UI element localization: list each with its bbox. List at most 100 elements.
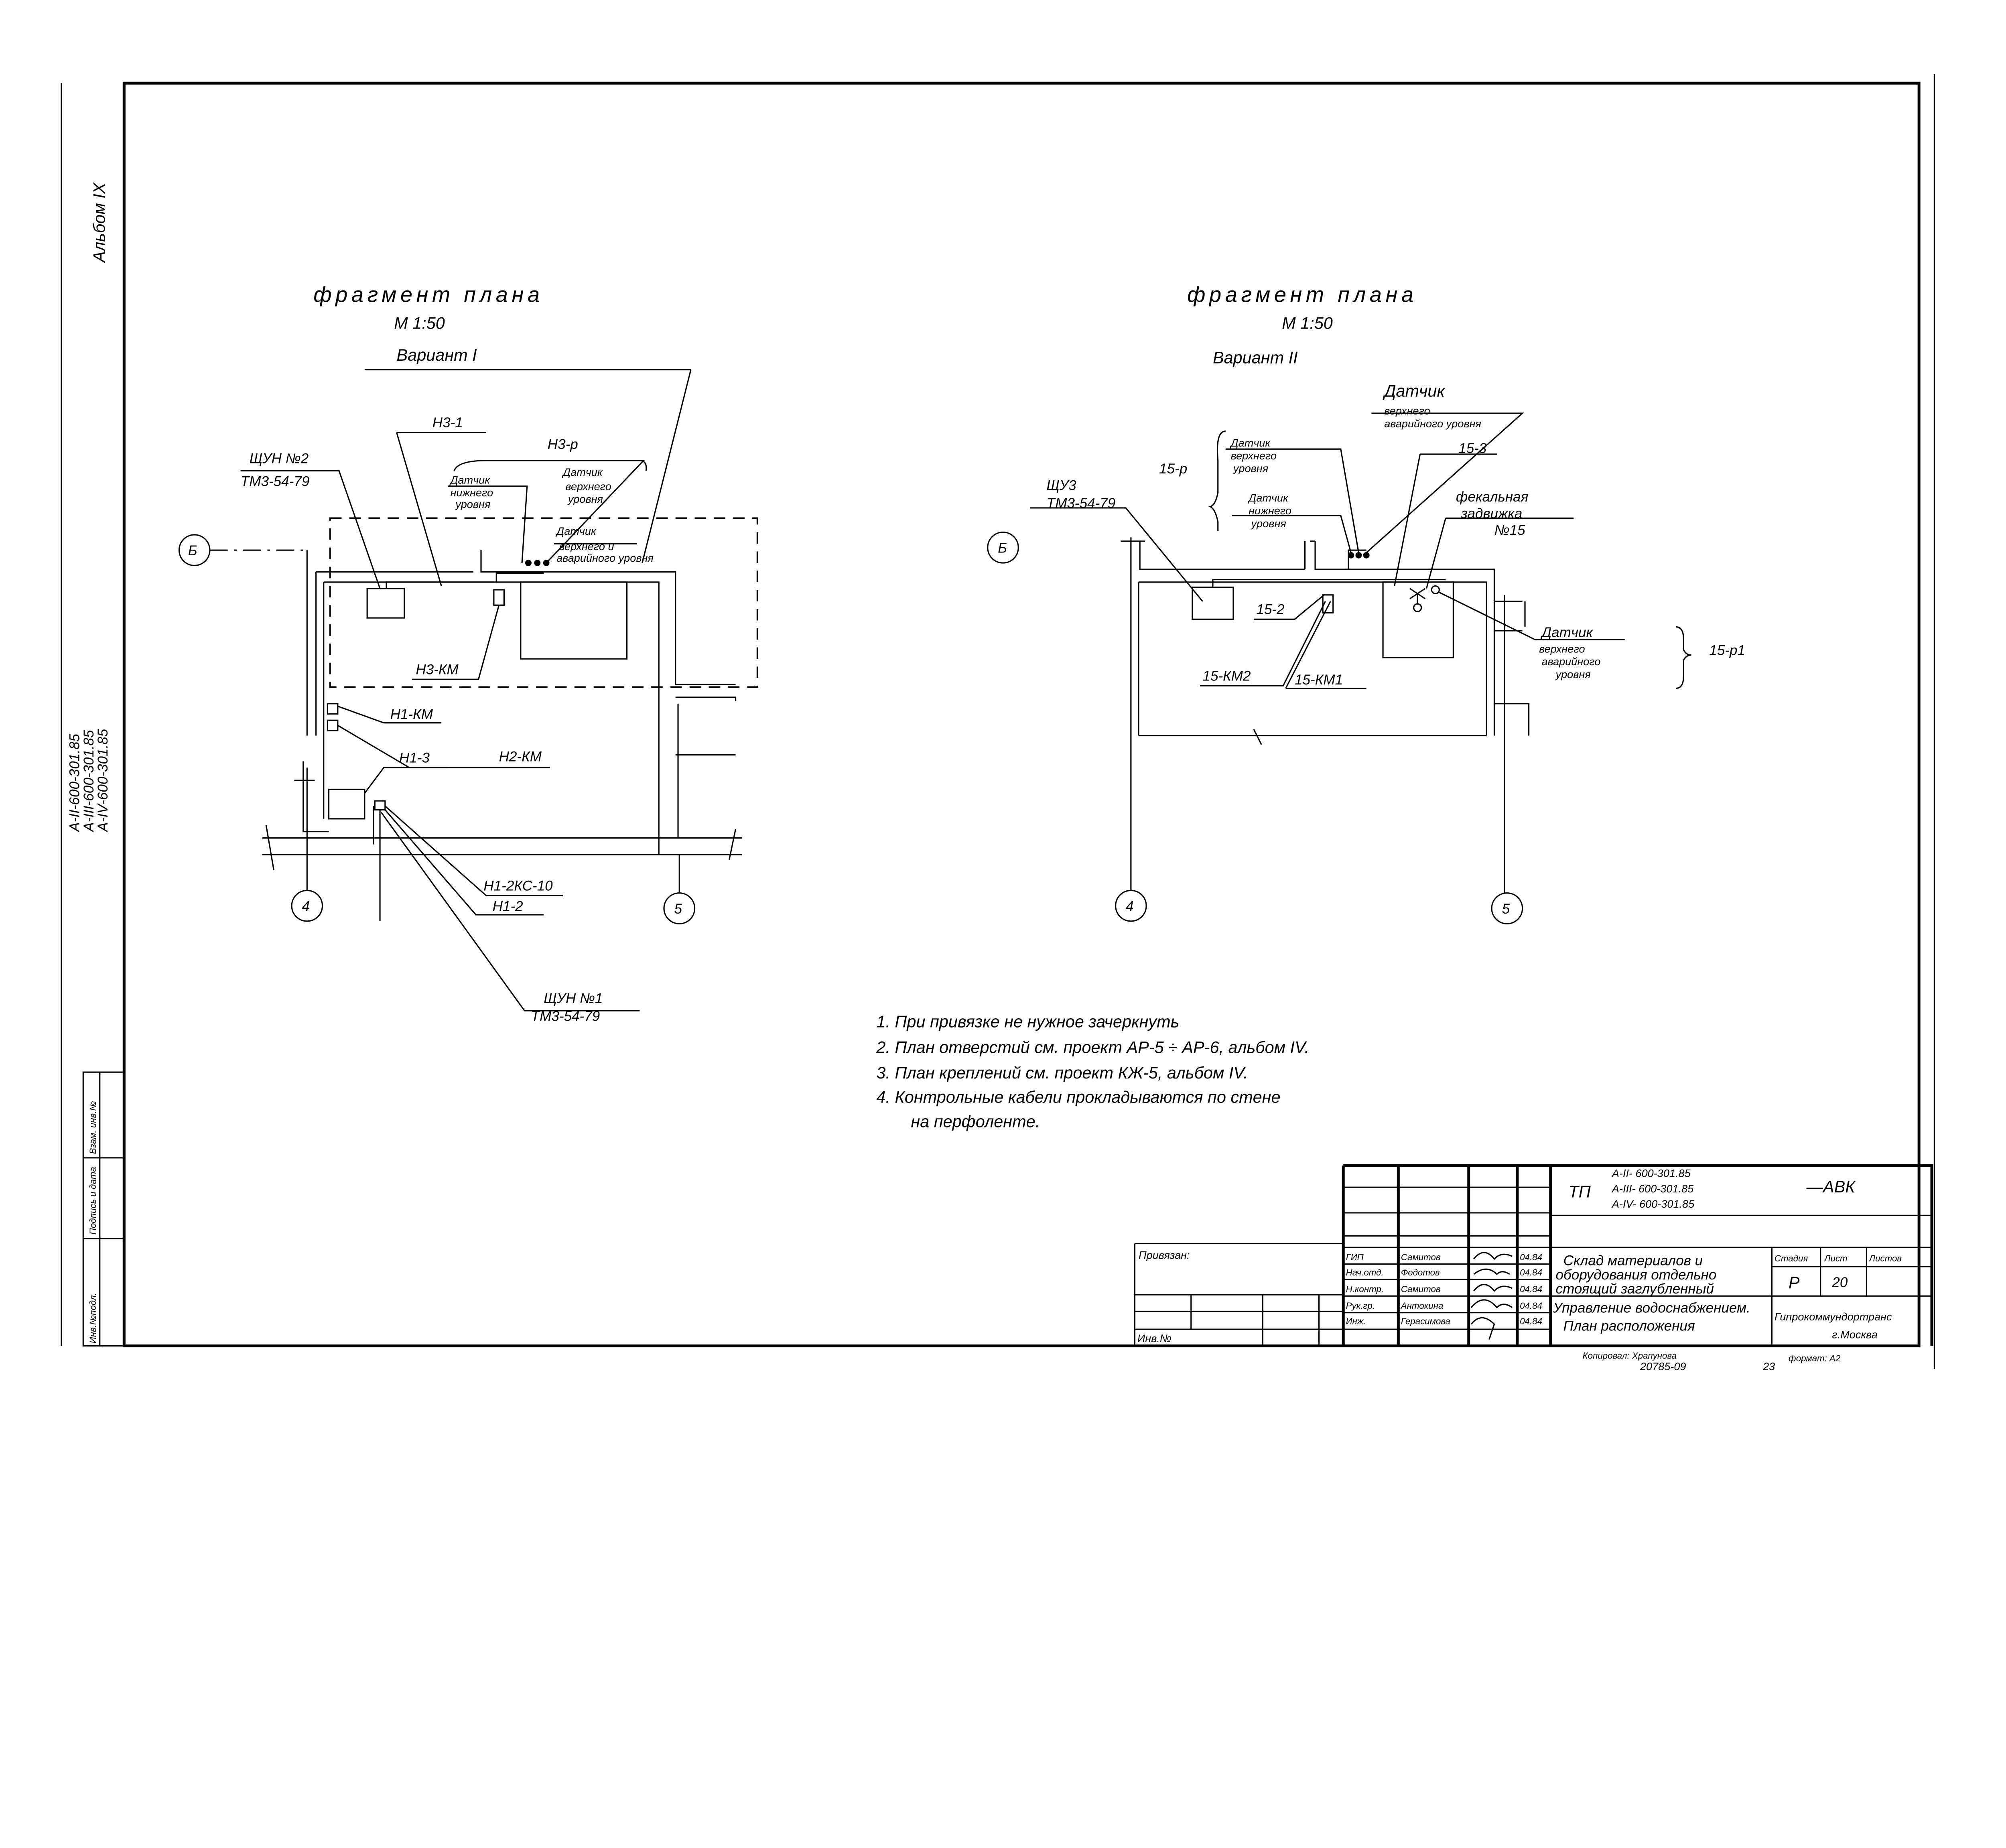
drawing-name: Склад материалов и <box>1563 1253 1703 1269</box>
drawing-subtitle: Управление водоснабжением. <box>1553 1300 1750 1316</box>
side-code: А-IV-600-301.85 <box>95 729 111 832</box>
label-text: аварийного уровня <box>1384 417 1481 430</box>
label-text: верхнего <box>1231 449 1277 462</box>
stage-header: Стадия <box>1775 1253 1808 1263</box>
plan-variant: Вариант II <box>1213 348 1298 367</box>
album-label: Альбом IX <box>89 182 108 264</box>
axis-label: Б <box>998 540 1007 556</box>
tank <box>1382 581 1454 658</box>
label-shun2-code: ТМ3-54-79 <box>240 474 309 489</box>
axis-label: 5 <box>674 901 682 917</box>
junction-box <box>1322 594 1334 614</box>
note-item: на перфоленте. <box>911 1112 1040 1131</box>
label-text: уровня <box>567 493 603 505</box>
staff-name: Самитов <box>1401 1252 1441 1262</box>
label-text: Датчик <box>1230 437 1271 449</box>
copy-number: 23 <box>1762 1360 1775 1373</box>
label-shu3-code: ТМ3-54-79 <box>1046 496 1115 511</box>
label-text: Датчик <box>1247 491 1289 504</box>
sheet-value: 20 <box>1831 1275 1848 1290</box>
valve-icon <box>1409 588 1426 604</box>
label-n1-km: Н1-КМ <box>390 707 433 722</box>
label-text: фекальная <box>1456 489 1529 505</box>
side-stamp: Инв.№подл. Подпись и дата Взам. инв.№ <box>82 1071 125 1347</box>
sheets-header: Листов <box>1868 1253 1902 1263</box>
stage-value: Р <box>1789 1273 1800 1292</box>
staff-name: Федотов <box>1401 1267 1440 1277</box>
label-n3-km: Н3-КМ <box>416 662 459 677</box>
plan-variant-1: фрагмент плана М 1:50 Вариант I Б 4 5 ЩУ… <box>178 283 758 1024</box>
label-text: верхнего <box>1539 642 1585 655</box>
label-shun1-code: ТМ3-54-79 <box>531 1009 600 1024</box>
panel-shu3 <box>1192 587 1234 620</box>
signature <box>1470 1252 1513 1340</box>
label-text: верхнего и <box>559 540 614 552</box>
project-code: А-II- 600-301.85 <box>1611 1167 1691 1180</box>
drawing-sheet: Альбом IX А-II-600-301.85 А-III-600-301.… <box>61 74 1935 1373</box>
staff-date: 04.84 <box>1520 1252 1542 1262</box>
label-text: Датчик <box>1383 382 1445 400</box>
label-n3-1: Н3-1 <box>432 415 463 431</box>
label-text: аварийного <box>1541 655 1600 668</box>
enlarged-area <box>329 517 758 688</box>
label-n3-p: Н3-р <box>548 437 578 452</box>
staff-role: Рук.гр. <box>1346 1301 1375 1311</box>
plan-title: фрагмент плана <box>313 283 543 307</box>
project-code: А-III- 600-301.85 <box>1611 1182 1694 1195</box>
drawing-subtitle: План расположения <box>1563 1318 1695 1334</box>
label-text: Датчик <box>1540 625 1593 640</box>
label-text: Датчик <box>555 525 597 537</box>
panel-shun2 <box>366 588 405 619</box>
project-suffix: —АВК <box>1806 1177 1856 1196</box>
note-item: 2. План отверстий см. проект АР-5 ÷ АР-6… <box>876 1038 1309 1056</box>
axis-marker-5 <box>1491 892 1523 924</box>
staff-date: 04.84 <box>1520 1267 1542 1277</box>
label-15-km1: 15-КМ1 <box>1295 672 1343 688</box>
label-text: уровня <box>1251 517 1286 530</box>
label-shun1: ЩУН №1 <box>544 991 603 1006</box>
tp-label: ТП <box>1568 1182 1591 1201</box>
project-code: А-IV- 600-301.85 <box>1611 1198 1695 1210</box>
label-text: №15 <box>1494 522 1525 538</box>
organization-city: г.Москва <box>1832 1328 1877 1340</box>
axis-label: 4 <box>1126 898 1134 914</box>
staff-role: Нач.отд. <box>1346 1267 1384 1277</box>
label-text: верхнего <box>565 480 611 492</box>
staff-date: 04.84 <box>1520 1316 1542 1326</box>
side-codes: А-II-600-301.85 А-III-600-301.85 А-IV-60… <box>67 729 111 832</box>
notes: 1. При привязке не нужное зачеркнуть 2. … <box>876 1012 1309 1131</box>
label-15-p: 15-р <box>1159 461 1187 477</box>
staff-name: Герасимова <box>1401 1316 1450 1326</box>
brace <box>1676 626 1691 689</box>
tank <box>520 581 628 660</box>
staff-rows: ГИП Самитов 04.84 Нач.отд. Федотов 04.84… <box>1346 1252 1542 1340</box>
axis-label: 4 <box>302 898 310 914</box>
label-text: Датчик <box>449 473 490 486</box>
stamp-label: Подпись и дата <box>88 1167 98 1235</box>
label-text: уровня <box>1555 668 1591 680</box>
label-text: нижнего <box>450 486 493 499</box>
note-item: 1. При привязке не нужное зачеркнуть <box>876 1012 1179 1031</box>
label-n2-km: Н2-КМ <box>499 749 542 764</box>
staff-name: Антохина <box>1400 1301 1444 1311</box>
drawing-name: стоящий заглубленный <box>1556 1281 1714 1297</box>
plan-scale: М 1:50 <box>394 314 445 333</box>
label-15-km2: 15-КМ2 <box>1202 668 1251 684</box>
label-text: аварийного уровня <box>556 552 654 564</box>
drawing-name: оборудования отдельно <box>1556 1267 1717 1283</box>
label-text: нижнего <box>1249 504 1291 517</box>
staff-role: ГИП <box>1346 1252 1364 1262</box>
plan-variant: Вариант I <box>397 345 477 364</box>
sheet-format: формат: А2 <box>1789 1353 1841 1363</box>
staff-name: Самитов <box>1401 1284 1441 1294</box>
label-15-p1: 15-р1 <box>1709 643 1745 658</box>
label-text: уровня <box>455 498 490 510</box>
sheet-header: Лист <box>1823 1253 1847 1263</box>
junction-box <box>493 589 505 606</box>
brace <box>453 460 647 471</box>
brace <box>1208 431 1226 531</box>
label-shun2: ЩУН №2 <box>250 451 309 466</box>
side-code: А-III-600-301.85 <box>81 730 97 833</box>
staff-role: Н.контр. <box>1346 1284 1384 1294</box>
bound-label: Привязан: <box>1139 1249 1190 1261</box>
